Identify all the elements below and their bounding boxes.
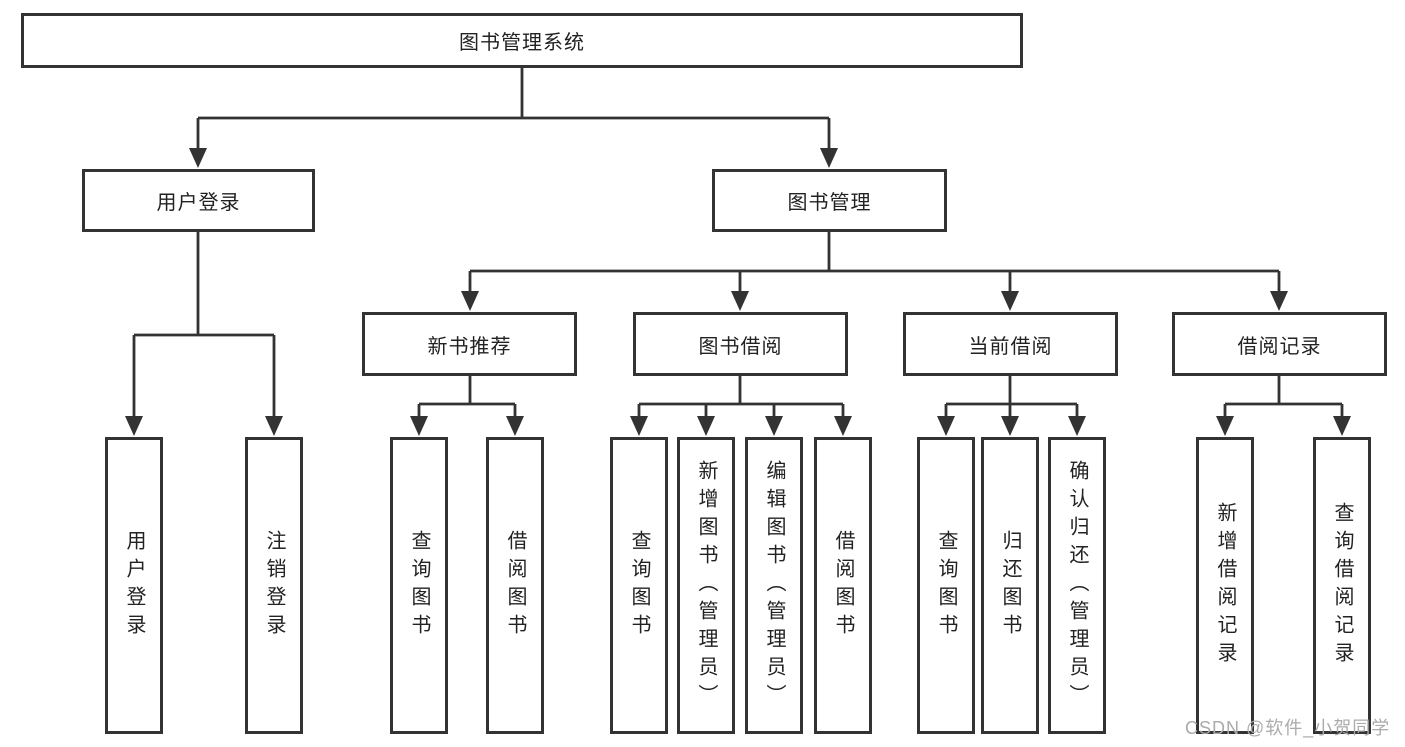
node-label: 确认归还（管理员）: [1066, 459, 1088, 712]
node-label: 当前借阅: [968, 335, 1053, 358]
node-label: 用户登录: [123, 529, 145, 642]
leaf-return-books: 归还图书: [981, 437, 1039, 734]
node-label: 新增借阅记录: [1214, 501, 1236, 670]
node-library-management-system: 图书管理系统: [21, 13, 1023, 68]
node-book-borrowing: 图书借阅: [633, 312, 848, 376]
node-label: 注销登录: [263, 529, 285, 642]
node-book-management: 图书管理: [712, 169, 947, 232]
leaf-add-borrow-record: 新增借阅记录: [1196, 437, 1254, 734]
node-label: 归还图书: [999, 529, 1021, 642]
node-label: 新书推荐: [427, 335, 512, 358]
node-user-login: 用户登录: [82, 169, 315, 232]
node-label: 借阅记录: [1237, 335, 1322, 358]
leaf-borrow-books: 借阅图书: [814, 437, 872, 734]
node-label: 图书借阅: [698, 335, 783, 358]
node-new-book-recommendation: 新书推荐: [362, 312, 577, 376]
leaf-query-books-recommend: 查询图书: [390, 437, 448, 734]
node-label: 编辑图书（管理员）: [763, 459, 785, 712]
node-label: 借阅图书: [504, 529, 526, 642]
node-borrowing-records: 借阅记录: [1172, 312, 1387, 376]
node-label: 查询图书: [408, 529, 430, 642]
leaf-query-borrow-record: 查询借阅记录: [1313, 437, 1371, 734]
leaf-query-books-current: 查询图书: [917, 437, 975, 734]
node-label: 借阅图书: [832, 529, 854, 642]
watermark: CSDN @软件_小贺同学: [1185, 718, 1391, 738]
leaf-add-books-admin: 新增图书（管理员）: [677, 437, 735, 734]
node-label: 新增图书（管理员）: [695, 459, 717, 712]
node-label: 图书管理: [787, 192, 872, 214]
node-label: 查询借阅记录: [1331, 501, 1353, 670]
leaf-query-books-borrowing: 查询图书: [610, 437, 668, 734]
leaf-user-login: 用户登录: [105, 437, 163, 734]
node-label: 用户登录: [156, 192, 241, 214]
node-current-borrowing: 当前借阅: [903, 312, 1118, 376]
leaf-edit-books-admin: 编辑图书（管理员）: [745, 437, 803, 734]
leaf-confirm-return-admin: 确认归还（管理员）: [1048, 437, 1106, 734]
node-label: 图书管理系统: [459, 32, 585, 54]
node-label: 查询图书: [628, 529, 650, 642]
leaf-logout: 注销登录: [245, 437, 303, 734]
leaf-borrow-books-recommend: 借阅图书: [486, 437, 544, 734]
node-label: 查询图书: [935, 529, 957, 642]
